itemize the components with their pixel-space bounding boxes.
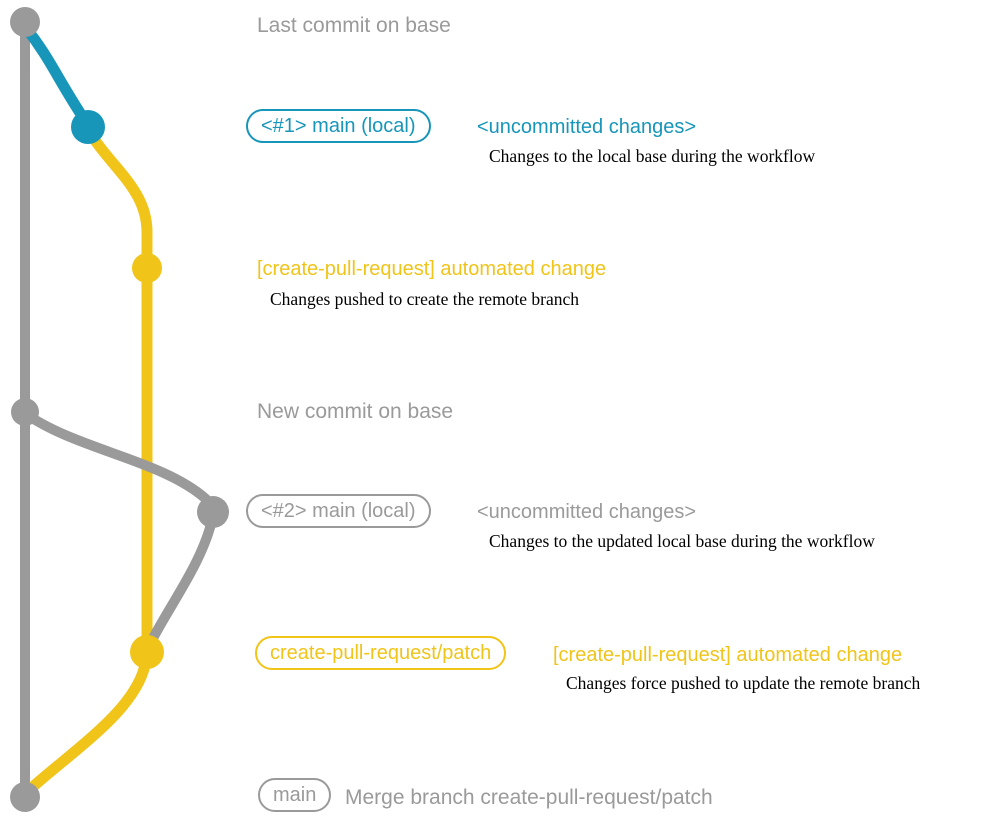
caption-force-pushed-update-remote: Changes force pushed to update the remot…	[566, 673, 921, 693]
local-main-branch-line	[20, 22, 92, 128]
title-automated-change-1: [create-pull-request] automated change	[257, 258, 607, 280]
caption-updated-local-base-changes: Changes to the updated local base during…	[489, 531, 875, 551]
commit-dot-uncommitted-1	[71, 110, 105, 144]
commit-dot-merge	[10, 782, 40, 812]
badge-main-local-1: <#1> main (local)	[246, 109, 431, 143]
commit-graph	[10, 7, 229, 812]
badge-main: main	[258, 778, 332, 812]
badge-main-local-2: <#2> main (local)	[246, 494, 431, 528]
commit-dot-force-pushed-change	[130, 635, 164, 669]
title-uncommitted-changes-1: <uncommitted changes>	[477, 116, 697, 138]
patch-branch-line	[84, 127, 153, 656]
title-automated-change-2: [create-pull-request] automated change	[553, 644, 903, 666]
label-last-commit-on-base: Last commit on base	[257, 14, 451, 37]
label-new-commit-on-base: New commit on base	[257, 400, 454, 423]
commit-dot-uncommitted-2	[197, 496, 229, 528]
caption-pushed-create-remote: Changes pushed to create the remote bran…	[270, 289, 580, 309]
badge-create-pull-request-patch: create-pull-request/patch	[255, 636, 507, 670]
title-uncommitted-changes-2: <uncommitted changes>	[477, 501, 697, 523]
merge-curve	[22, 654, 152, 797]
base-update-curve	[21, 409, 211, 504]
commit-dot-new-base	[11, 398, 39, 426]
commit-dot-last-base	[10, 7, 40, 37]
commit-dot-automated-change	[132, 253, 162, 283]
caption-local-base-changes: Changes to the local base during the wor…	[489, 146, 816, 166]
title-merge-branch: Merge branch create-pull-request/patch	[345, 786, 713, 809]
rebase-curve	[145, 519, 216, 649]
